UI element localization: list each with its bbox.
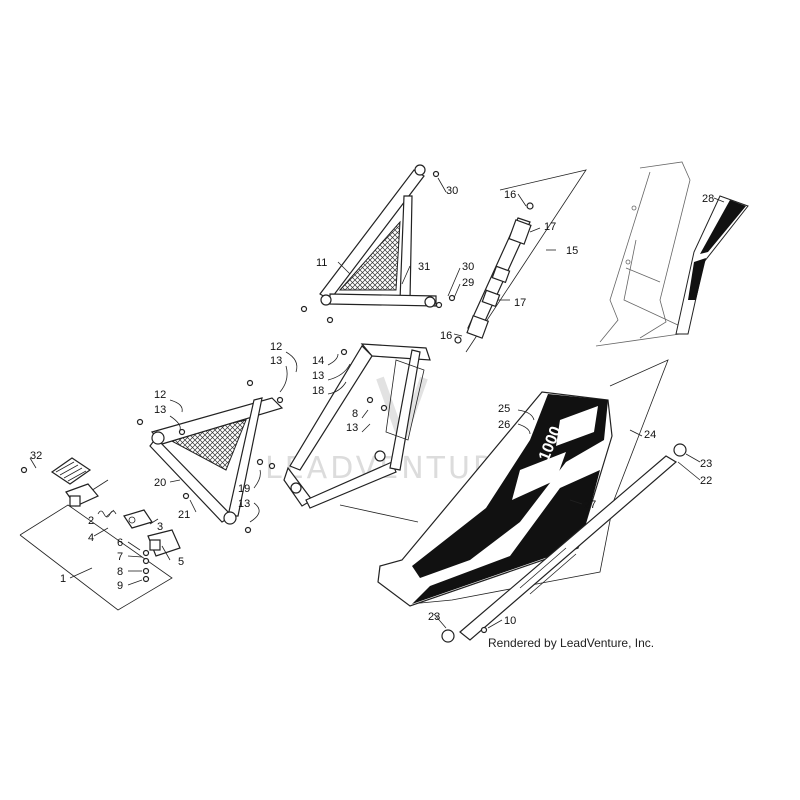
vehicle-cage-outline <box>595 161 691 347</box>
callout-7: 7 <box>117 551 123 563</box>
callout-13-mid: 13 <box>238 498 250 510</box>
callout-20: 20 <box>154 477 166 489</box>
callout-9: 9 <box>117 580 123 592</box>
bolt <box>182 492 190 500</box>
callout-16-bottom: 16 <box>440 330 452 342</box>
bolt <box>246 379 254 387</box>
callout-18: 18 <box>312 385 324 397</box>
bracket-assembly-group <box>19 457 181 611</box>
lower-mesh-frame <box>136 379 284 534</box>
door-frame <box>256 343 431 509</box>
callout-2: 2 <box>88 515 94 527</box>
washer <box>142 549 150 557</box>
callout-31: 31 <box>418 261 430 273</box>
bolt <box>136 418 144 426</box>
callout-27: 27 <box>584 499 596 511</box>
callout-28: 28 <box>702 193 714 205</box>
callout-17-top: 17 <box>544 221 556 233</box>
nut <box>326 316 334 324</box>
render-credit: Rendered by LeadVenture, Inc. <box>488 636 654 650</box>
callout-13-frame: 13 <box>312 370 324 382</box>
bolt <box>256 458 264 466</box>
nut <box>276 396 284 404</box>
nut <box>380 404 388 412</box>
pedal-bracket <box>65 483 99 507</box>
callout-6: 6 <box>117 537 123 549</box>
callout-23-right: 23 <box>700 458 712 470</box>
callout-labels: 1 2 3 4 5 6 7 8 9 32 20 21 12 13 12 13 1… <box>30 185 714 627</box>
bolt <box>432 170 440 178</box>
callout-11: 11 <box>316 257 327 269</box>
callout-12-lower: 12 <box>154 389 166 401</box>
callout-5: 5 <box>178 556 184 568</box>
callout-10: 10 <box>504 615 516 627</box>
bolt <box>435 301 443 309</box>
callout-16-top: 16 <box>504 189 516 201</box>
washer <box>142 575 150 583</box>
callout-14: 14 <box>312 355 324 367</box>
washer <box>142 557 150 565</box>
callout-13-lower: 13 <box>154 404 166 416</box>
callout-26: 26 <box>498 419 510 431</box>
callout-24: 24 <box>644 429 656 441</box>
callout-15: 15 <box>566 245 578 257</box>
callout-3: 3 <box>157 521 163 533</box>
callout-30-top: 30 <box>446 185 458 197</box>
callout-29: 29 <box>462 277 474 289</box>
callout-8: 8 <box>117 566 123 578</box>
callout-19: 19 <box>238 483 250 495</box>
upper-mesh-frame <box>300 164 443 356</box>
callout-8-frame: 8 <box>352 408 358 420</box>
bolt <box>20 466 28 474</box>
bolt <box>300 305 308 313</box>
callout-21: 21 <box>178 509 190 521</box>
callout-25: 25 <box>498 403 510 415</box>
callout-23-left: 23 <box>428 611 440 623</box>
callout-32: 32 <box>30 450 42 462</box>
nut <box>178 428 186 436</box>
door-rod <box>339 443 687 643</box>
rod-cap <box>441 629 455 643</box>
housing-block <box>147 529 181 557</box>
bolt <box>448 294 456 302</box>
cam-block <box>123 509 153 529</box>
leader-lines <box>29 177 725 629</box>
pillar-decal <box>675 195 749 335</box>
callout-13-frame-2: 13 <box>346 422 358 434</box>
callout-30-mid: 30 <box>462 261 474 273</box>
hinge-bracket <box>448 169 587 353</box>
callout-1: 1 <box>60 573 66 585</box>
bolt <box>366 396 374 404</box>
washer <box>142 567 150 575</box>
nut <box>244 526 252 534</box>
callout-4: 4 <box>88 532 94 544</box>
callout-22: 22 <box>700 475 712 487</box>
nut <box>268 462 276 470</box>
washer <box>480 626 488 634</box>
rod-cap <box>673 443 687 457</box>
foot-pedal <box>50 457 92 485</box>
callout-12-upper: 12 <box>270 341 282 353</box>
callout-13-upper: 13 <box>270 355 282 367</box>
callout-17-bottom: 17 <box>514 297 526 309</box>
nut <box>340 348 348 356</box>
